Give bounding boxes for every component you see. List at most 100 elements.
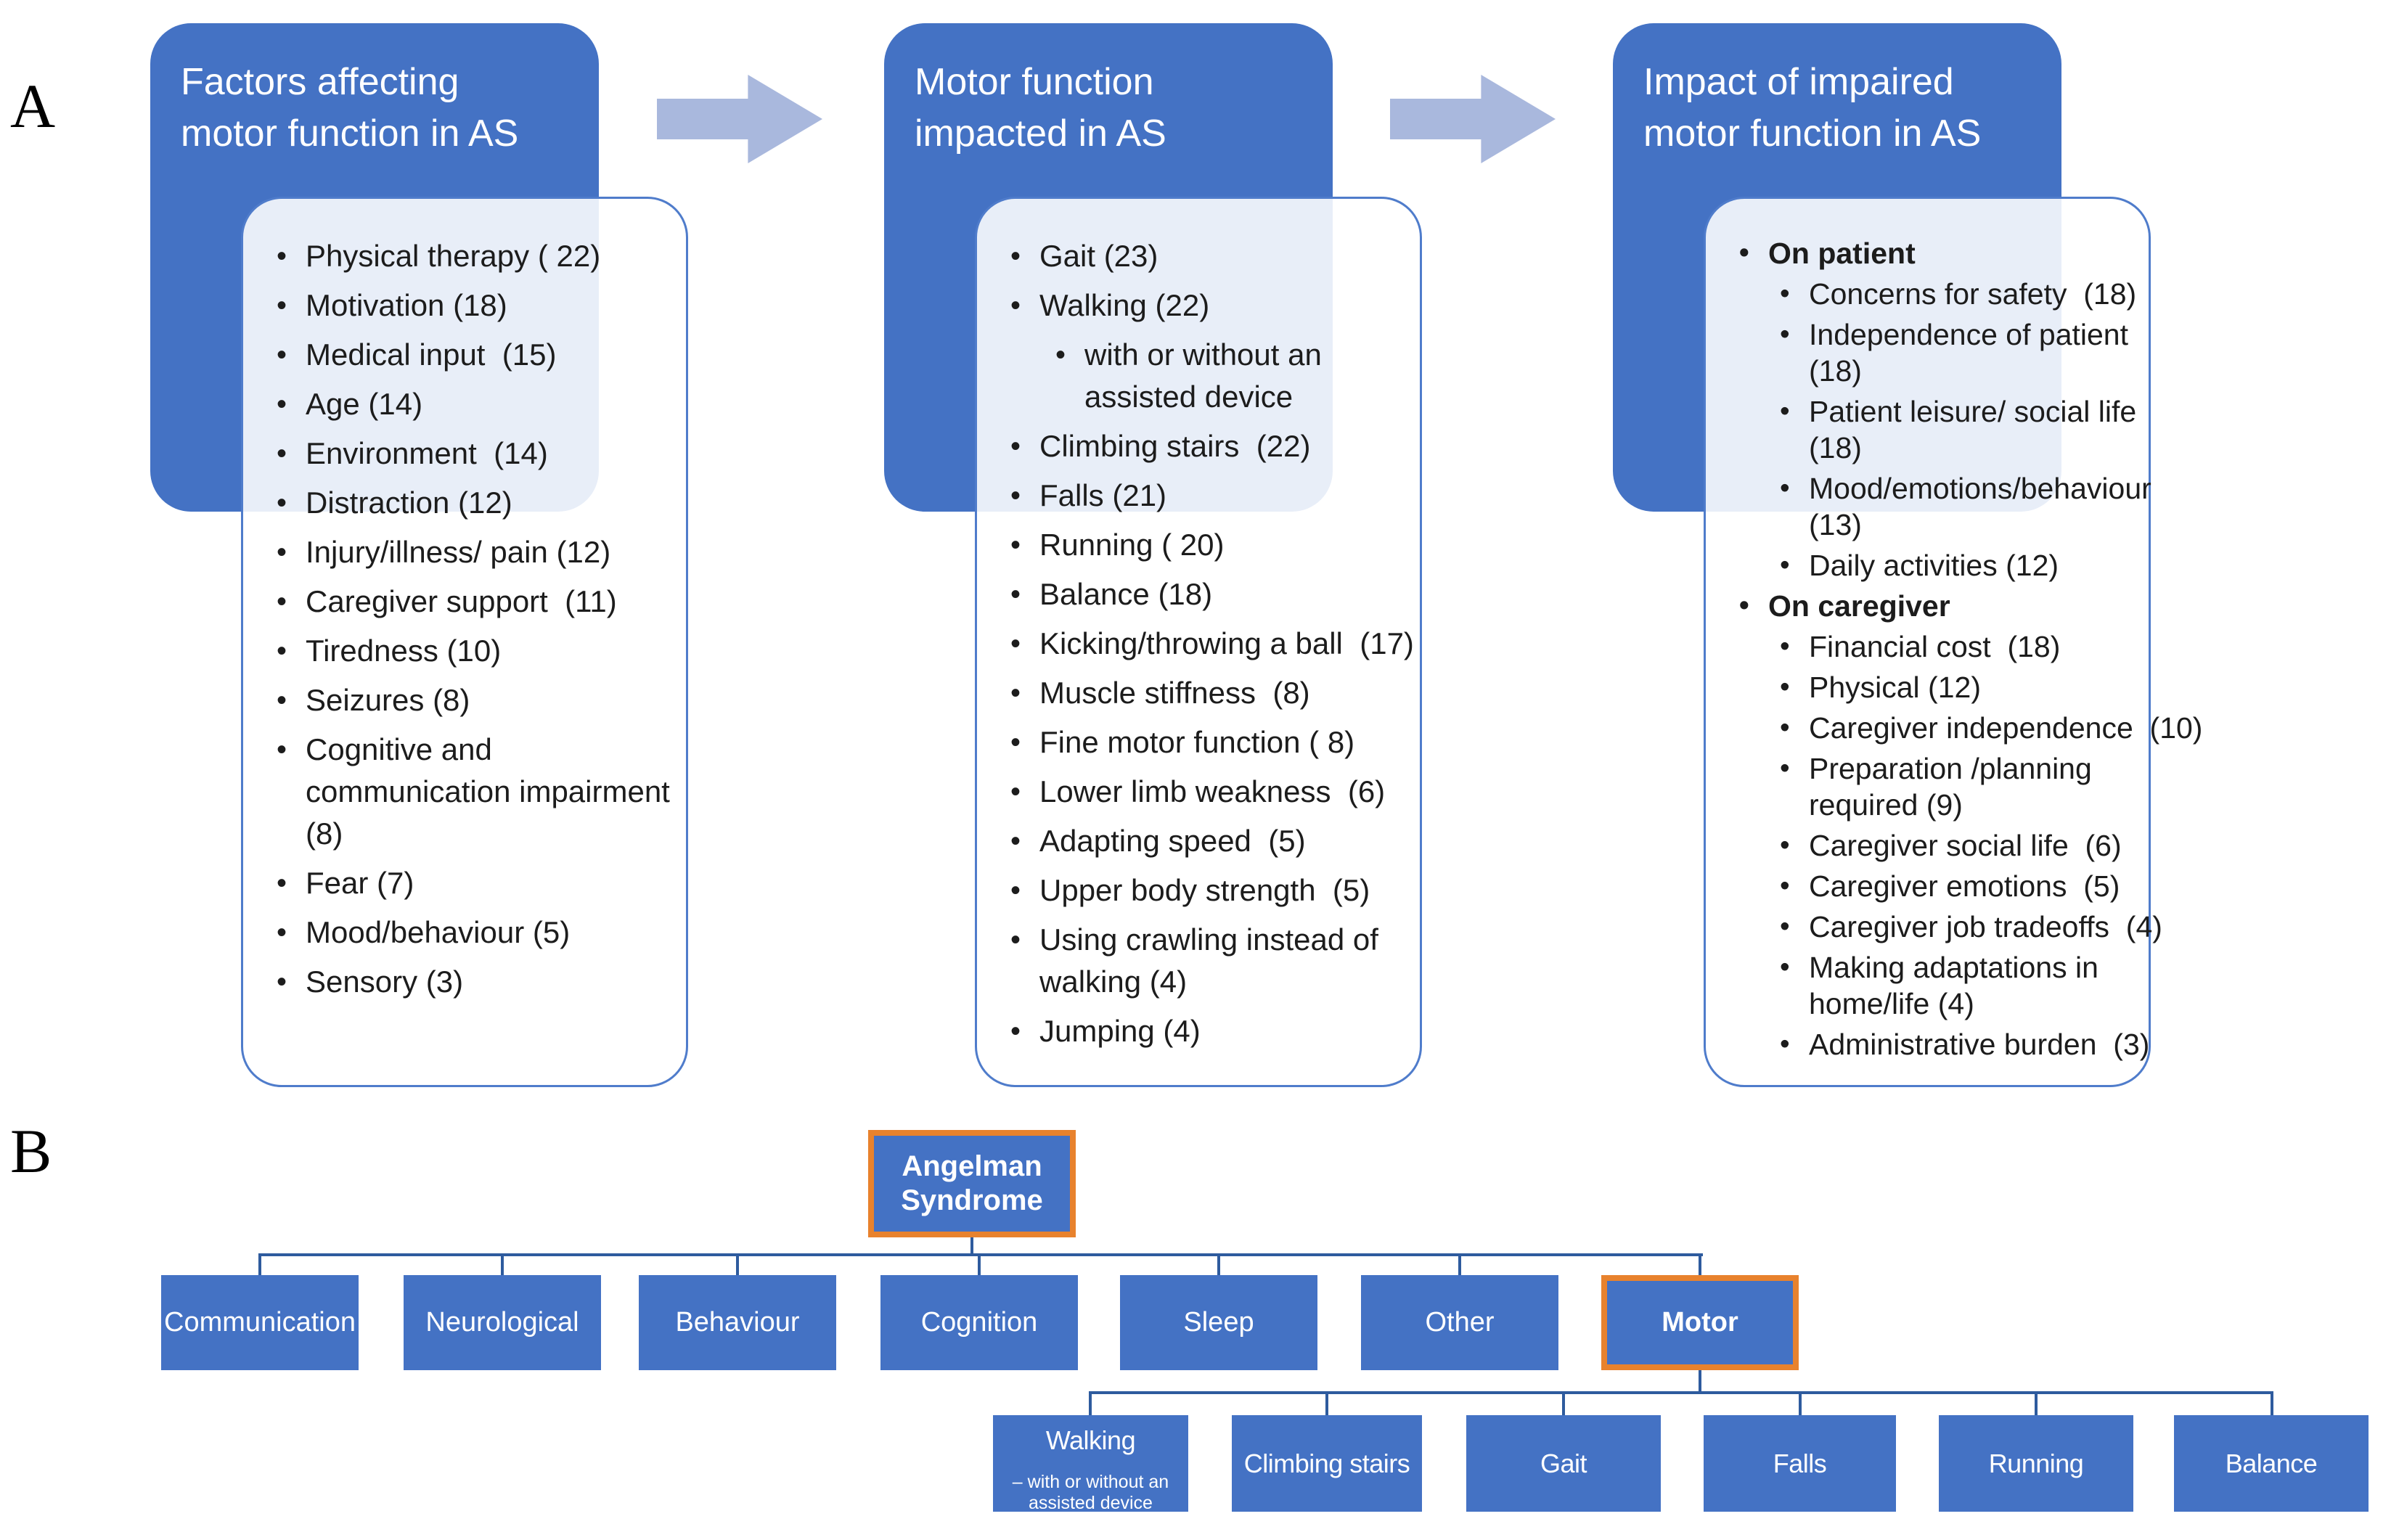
org-node-balance: Balance <box>2174 1415 2369 1512</box>
text-line: Daily activities (12) <box>1809 549 2059 582</box>
text-line: Jumping (4) <box>1039 1014 1201 1048</box>
text-line: Running ( 20) <box>1039 528 1225 562</box>
text-line: motor function in AS <box>1643 112 1982 155</box>
connector-line <box>1089 1391 2273 1394</box>
text-line: Syndrome <box>901 1184 1043 1216</box>
text-line: Caregiver emotions (5) <box>1809 869 2120 903</box>
list-item: Physical (12) <box>1778 669 2143 705</box>
org-node-label: Gait <box>1540 1448 1587 1478</box>
list-item: Financial cost (18) <box>1778 628 2143 665</box>
connector-line <box>978 1253 981 1275</box>
text-line: Distraction (12) <box>306 486 512 520</box>
text-line: assisted device <box>1029 1493 1153 1513</box>
text-line: Caregiver job tradeoffs (4) <box>1809 910 2162 943</box>
panel-b-label: B <box>10 1116 52 1186</box>
text-line: impacted in AS <box>915 112 1166 155</box>
connector-line <box>1217 1253 1220 1275</box>
connector-line <box>1799 1391 1802 1417</box>
list-item: Jumping (4) <box>1009 1010 1414 1052</box>
org-node-label: Climbing stairs <box>1243 1448 1410 1478</box>
org-node-label: Falls <box>1773 1448 1827 1478</box>
connector-line <box>258 1253 261 1275</box>
text-line: Impact of impaired <box>1643 61 1954 103</box>
org-node-label: Running <box>1988 1448 2084 1478</box>
text-line: Motor function <box>915 61 1154 103</box>
list-item: Mood/behaviour (5) <box>275 912 680 954</box>
connector-line <box>260 1253 1703 1256</box>
text-line: (18) <box>1809 431 1862 464</box>
org-node-falls: Falls <box>1704 1415 1896 1512</box>
text-line: Physical (12) <box>1809 671 1981 704</box>
text-line: Using crawling instead of <box>1039 922 1378 957</box>
column-motor-function: Motor function impacted in AS Gait (23) Wa… <box>884 0 1585 1103</box>
text-line: Caregiver support (11) <box>306 584 617 618</box>
text-line: Seizures (8) <box>306 683 470 717</box>
text-line: – with or without an <box>1012 1472 1169 1492</box>
connector-line <box>970 1237 973 1255</box>
connector-line <box>501 1253 504 1275</box>
org-node-climbing-stairs: Climbing stairs <box>1232 1415 1422 1512</box>
list-item: Injury/illness/ pain (12) <box>275 531 680 573</box>
list-item: Upper body strength (5) <box>1009 869 1414 912</box>
org-node-running: Running <box>1939 1415 2133 1512</box>
text-line: Balance (18) <box>1039 577 1213 611</box>
text-line: Motivation (18) <box>306 288 507 322</box>
text-line: Medical input (15) <box>306 337 557 372</box>
list-item: Adapting speed (5) <box>1009 820 1414 862</box>
list-item: Lower limb weakness (6) <box>1009 771 1414 813</box>
list-item: Caregiver social life (6) <box>1778 827 2143 864</box>
list-item: Caregiver support (11) <box>275 581 680 623</box>
connector-line <box>2271 1391 2273 1417</box>
list-item: Balance (18) <box>1009 573 1414 615</box>
org-node-neurological: Neurological <box>404 1275 601 1370</box>
org-node-communication: Communication <box>161 1275 359 1370</box>
text-line: Angelman <box>902 1150 1042 1182</box>
list-item: Falls (21) <box>1009 475 1414 517</box>
list-item: Patient leisure/ social life(18) <box>1778 393 2143 466</box>
text-line: Tiredness (10) <box>306 634 502 668</box>
list-item: On caregiver <box>1738 588 2143 624</box>
text-line: assisted device <box>1084 380 1294 414</box>
list-item: Age (14) <box>275 383 680 425</box>
list-item: On patient <box>1738 235 2143 271</box>
text-line: Fine motor function ( 8) <box>1039 725 1355 759</box>
list-item: Sensory (3) <box>275 961 680 1003</box>
text-line: Adapting speed (5) <box>1039 824 1306 858</box>
column-impact: Impact of impaired motor function in AS O… <box>1613 0 2313 1103</box>
text-line: Preparation /planning <box>1809 752 2092 785</box>
text-line: Lower limb weakness (6) <box>1039 774 1386 808</box>
list-item: Administrative burden (3) <box>1778 1026 2150 1062</box>
column-list: Gait (23) Walking (22) with or without an a… <box>975 197 1422 1087</box>
list-item: Walking (22) <box>1009 284 1414 327</box>
org-node-other: Other <box>1361 1275 1558 1370</box>
org-node-behaviour: Behaviour <box>639 1275 836 1370</box>
text-line: Age (14) <box>306 387 423 421</box>
text-line: On patient <box>1768 237 1916 270</box>
list-item: Caregiver emotions (5) <box>1778 868 2143 904</box>
column-list: On patientConcerns for safety (18)Indepe… <box>1704 197 2202 1087</box>
text-line: Making adaptations in <box>1809 951 2098 984</box>
text-line: motor function in AS <box>181 112 519 155</box>
text-line: with or without an <box>1084 337 1322 372</box>
list-item: Mood/emotions/behaviour(13) <box>1778 470 2151 543</box>
list-item: Independence of patient(18) <box>1778 316 2143 389</box>
text-line: Administrative burden (3) <box>1809 1028 2150 1061</box>
text-line: Mood/behaviour (5) <box>306 915 571 949</box>
connector-line <box>1699 1370 1701 1394</box>
text-line: Gait (23) <box>1039 239 1158 273</box>
org-node-gait: Gait <box>1466 1415 1661 1512</box>
org-node-label: Walking <box>1045 1425 1136 1455</box>
text-line: Physical therapy ( 22) <box>306 239 601 273</box>
text-line: Caregiver social life (6) <box>1809 829 2122 862</box>
list-item: Medical input (15) <box>275 334 680 376</box>
text-line: Upper body strength (5) <box>1039 873 1370 907</box>
text-line: home/life (4) <box>1809 987 1974 1020</box>
list-item: Caregiver independence (10) <box>1778 710 2202 746</box>
text-line: Walking (22) <box>1039 288 1210 322</box>
text-line: walking (4) <box>1039 964 1188 999</box>
